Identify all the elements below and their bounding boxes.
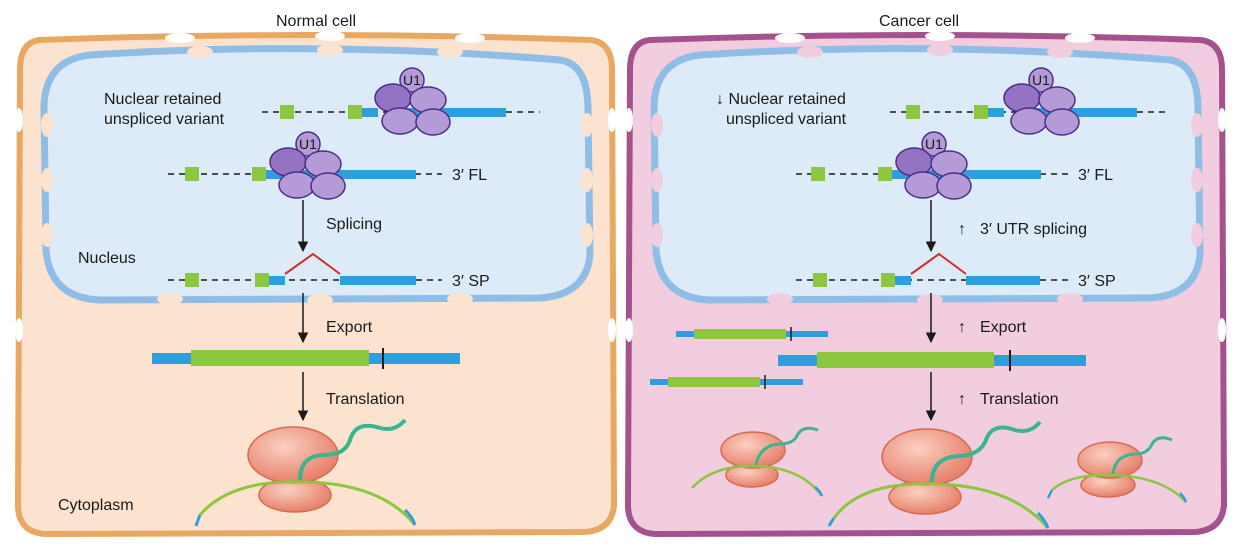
cancer-nuclear-retained-line2: unspliced variant: [726, 111, 847, 128]
cancer-translation-label: Translation: [980, 391, 1059, 408]
normal-fl-label: 3′ FL: [452, 167, 487, 184]
normal-nucleus-label: Nucleus: [78, 250, 136, 267]
cancer-u1-label-mid: U1: [925, 136, 943, 152]
cancer-cell-panel: Cancer cell ↓ Nuclear retained: [624, 13, 1228, 538]
normal-export-label: Export: [326, 319, 373, 336]
cancer-u1-complex-mid: [895, 131, 972, 200]
cancer-unspliced-transcript: [890, 105, 1168, 119]
normal-splicing-label: Splicing: [326, 216, 382, 233]
cancer-nuclear-pores: [651, 44, 1203, 306]
cancer-fl-label: 3′ FL: [1078, 167, 1113, 184]
cancer-cytoplasmic-mrna-main: [778, 350, 1086, 371]
cancer-nuclear-retained-line1: ↓ Nuclear retained: [716, 91, 846, 108]
cancer-export-label: Export: [980, 319, 1027, 336]
cancer-fl-transcript: [796, 167, 1068, 181]
cancer-ribosome-right: [1046, 436, 1188, 503]
cancer-cytoplasmic-mrna-small-top: [676, 327, 828, 341]
cancer-sp-label: 3′ SP: [1078, 273, 1116, 290]
normal-cytoplasm-label: Cytoplasm: [58, 497, 134, 514]
normal-u1-label-top: U1: [403, 72, 421, 88]
cancer-u1-complex-top: [1003, 67, 1080, 136]
cancer-cell-title: Cancer cell: [879, 13, 959, 30]
cancer-splicing-up-arrow: ↑: [958, 221, 966, 238]
normal-nuclear-retained-line1: Nuclear retained: [104, 91, 221, 108]
normal-u1-label-mid: U1: [299, 136, 317, 152]
normal-u1-complex-mid: [269, 131, 346, 200]
cancer-membrane-pores: [625, 31, 1226, 342]
cancer-cytoplasmic-mrna-small-bottom: [650, 375, 803, 389]
normal-ribosome: [194, 418, 417, 527]
normal-nuclear-retained-line2: unspliced variant: [104, 111, 225, 128]
cancer-ribosome-left: [691, 426, 824, 497]
cancer-export-up-arrow: ↑: [958, 319, 966, 336]
normal-cytoplasmic-mrna: [152, 348, 460, 369]
cancer-translation-up-arrow: ↑: [958, 391, 966, 408]
normal-sp-transcript: [168, 252, 442, 287]
normal-translation-label: Translation: [326, 391, 405, 408]
normal-membrane-pores: [15, 31, 616, 342]
normal-nuclear-pores: [41, 44, 593, 306]
cancer-splicing-label: 3′ UTR splicing: [980, 221, 1087, 238]
cancer-ribosome-center: [827, 420, 1050, 529]
cancer-u1-label-top: U1: [1032, 72, 1050, 88]
normal-cell-title: Normal cell: [276, 13, 356, 30]
cancer-sp-transcript: [796, 252, 1068, 287]
normal-sp-label: 3′ SP: [452, 273, 490, 290]
normal-unspliced-transcript: [262, 105, 540, 119]
normal-u1-complex-top: [374, 67, 451, 136]
normal-cell-panel: Normal cell Nucle: [14, 13, 618, 538]
